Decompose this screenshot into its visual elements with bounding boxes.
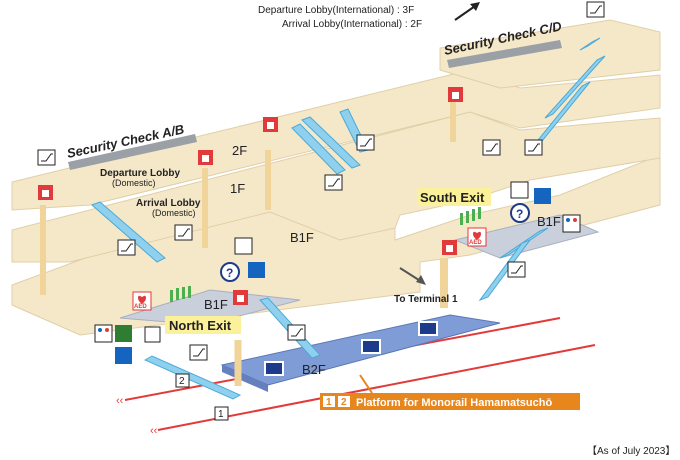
south-exit-label: South Exit (420, 190, 485, 205)
floor-3f (439, 19, 661, 89)
escalator-icon (356, 134, 375, 151)
nursing-room-icon (115, 347, 132, 364)
accessible-toilet-icon (115, 325, 132, 342)
floor-2f-label: 2F (232, 143, 247, 158)
svg-text:AED: AED (134, 304, 147, 310)
svg-text:?: ? (516, 207, 523, 221)
svg-text:2: 2 (341, 397, 347, 408)
escalator-icon (482, 139, 501, 156)
floor-b1f-north-label: B1F (204, 297, 228, 312)
power-outlet-icon (144, 326, 161, 343)
escalator-icon (586, 1, 605, 18)
escalator-icon (287, 324, 306, 341)
escalator-icon (324, 174, 343, 191)
escalator-icon (37, 149, 56, 166)
help-desk-icon (534, 188, 551, 204)
to-terminal-1: To Terminal 1 (394, 267, 458, 305)
lost-and-found-icon (234, 237, 253, 255)
information-icon: ? (510, 203, 530, 223)
arrival-lobby-sub: (Domestic) (152, 208, 196, 218)
track-1-marker: 1 (214, 406, 229, 421)
escalator-icon (117, 239, 136, 256)
svg-text:1: 1 (218, 409, 224, 420)
restroom-icon (562, 214, 581, 233)
elevator-icon (233, 290, 248, 305)
south-exit: South Exit (417, 188, 491, 225)
floor-b1f-south-label: B1F (537, 214, 561, 229)
departure-lobby-label: Departure Lobby (100, 168, 180, 179)
pillars (40, 102, 456, 308)
information-icon: ? (220, 262, 240, 282)
monitor-icon (361, 339, 381, 354)
elevator-icon (198, 150, 213, 165)
monitor-icon (418, 321, 438, 336)
to-terminal-1-label: To Terminal 1 (394, 294, 458, 305)
north-exit: North Exit (165, 286, 241, 334)
escalator-icon (507, 261, 526, 278)
track-2-marker: 2 (175, 373, 190, 388)
floor-1f-label: 1F (230, 181, 245, 196)
aed-icon: AED (467, 227, 487, 247)
aed-icon: AED (132, 291, 152, 311)
departure-lobby-sub: (Domestic) (112, 178, 156, 188)
arrival-lobby-label: Arrival Lobby (136, 198, 201, 209)
platform-label: 1 2 Platform for Monorail Hamamatsuchō (320, 374, 580, 410)
b1f-south-area (453, 214, 600, 259)
as-of-note: 【As of July 2023】 (587, 445, 675, 457)
escalator-icon (524, 139, 543, 156)
up-arrow-icon (454, 2, 480, 21)
restroom-icon (94, 324, 113, 343)
svg-text:‹‹: ‹‹ (116, 395, 124, 407)
elevator-icon (38, 185, 53, 200)
platform-label-text: Platform for Monorail Hamamatsuchō (356, 397, 552, 409)
floor-b1f-center-label: B1F (290, 230, 314, 245)
north-exit-label: North Exit (169, 318, 232, 333)
lost-and-found-icon (510, 181, 529, 199)
escalator-icon (189, 344, 208, 361)
escalator-icon (174, 224, 193, 241)
floor-b2f-label: B2F (302, 362, 326, 377)
elevator-icon (263, 117, 278, 132)
svg-text:?: ? (226, 266, 233, 280)
monitor-icon (264, 361, 284, 376)
help-desk-icon (248, 262, 265, 278)
svg-text:2: 2 (179, 376, 185, 387)
elevator-icon (448, 87, 463, 102)
elevator-icon (442, 240, 457, 255)
ticket-gate-icon (460, 207, 481, 225)
svg-text:AED: AED (469, 240, 482, 246)
arrival-intl-label: Arrival Lobby(International) : 2F (282, 19, 422, 30)
svg-text:1: 1 (326, 397, 332, 408)
ticket-gate-icon (170, 286, 191, 302)
svg-text:‹‹: ‹‹ (150, 425, 158, 437)
departure-intl-label: Departure Lobby(International) : 3F (258, 5, 414, 16)
